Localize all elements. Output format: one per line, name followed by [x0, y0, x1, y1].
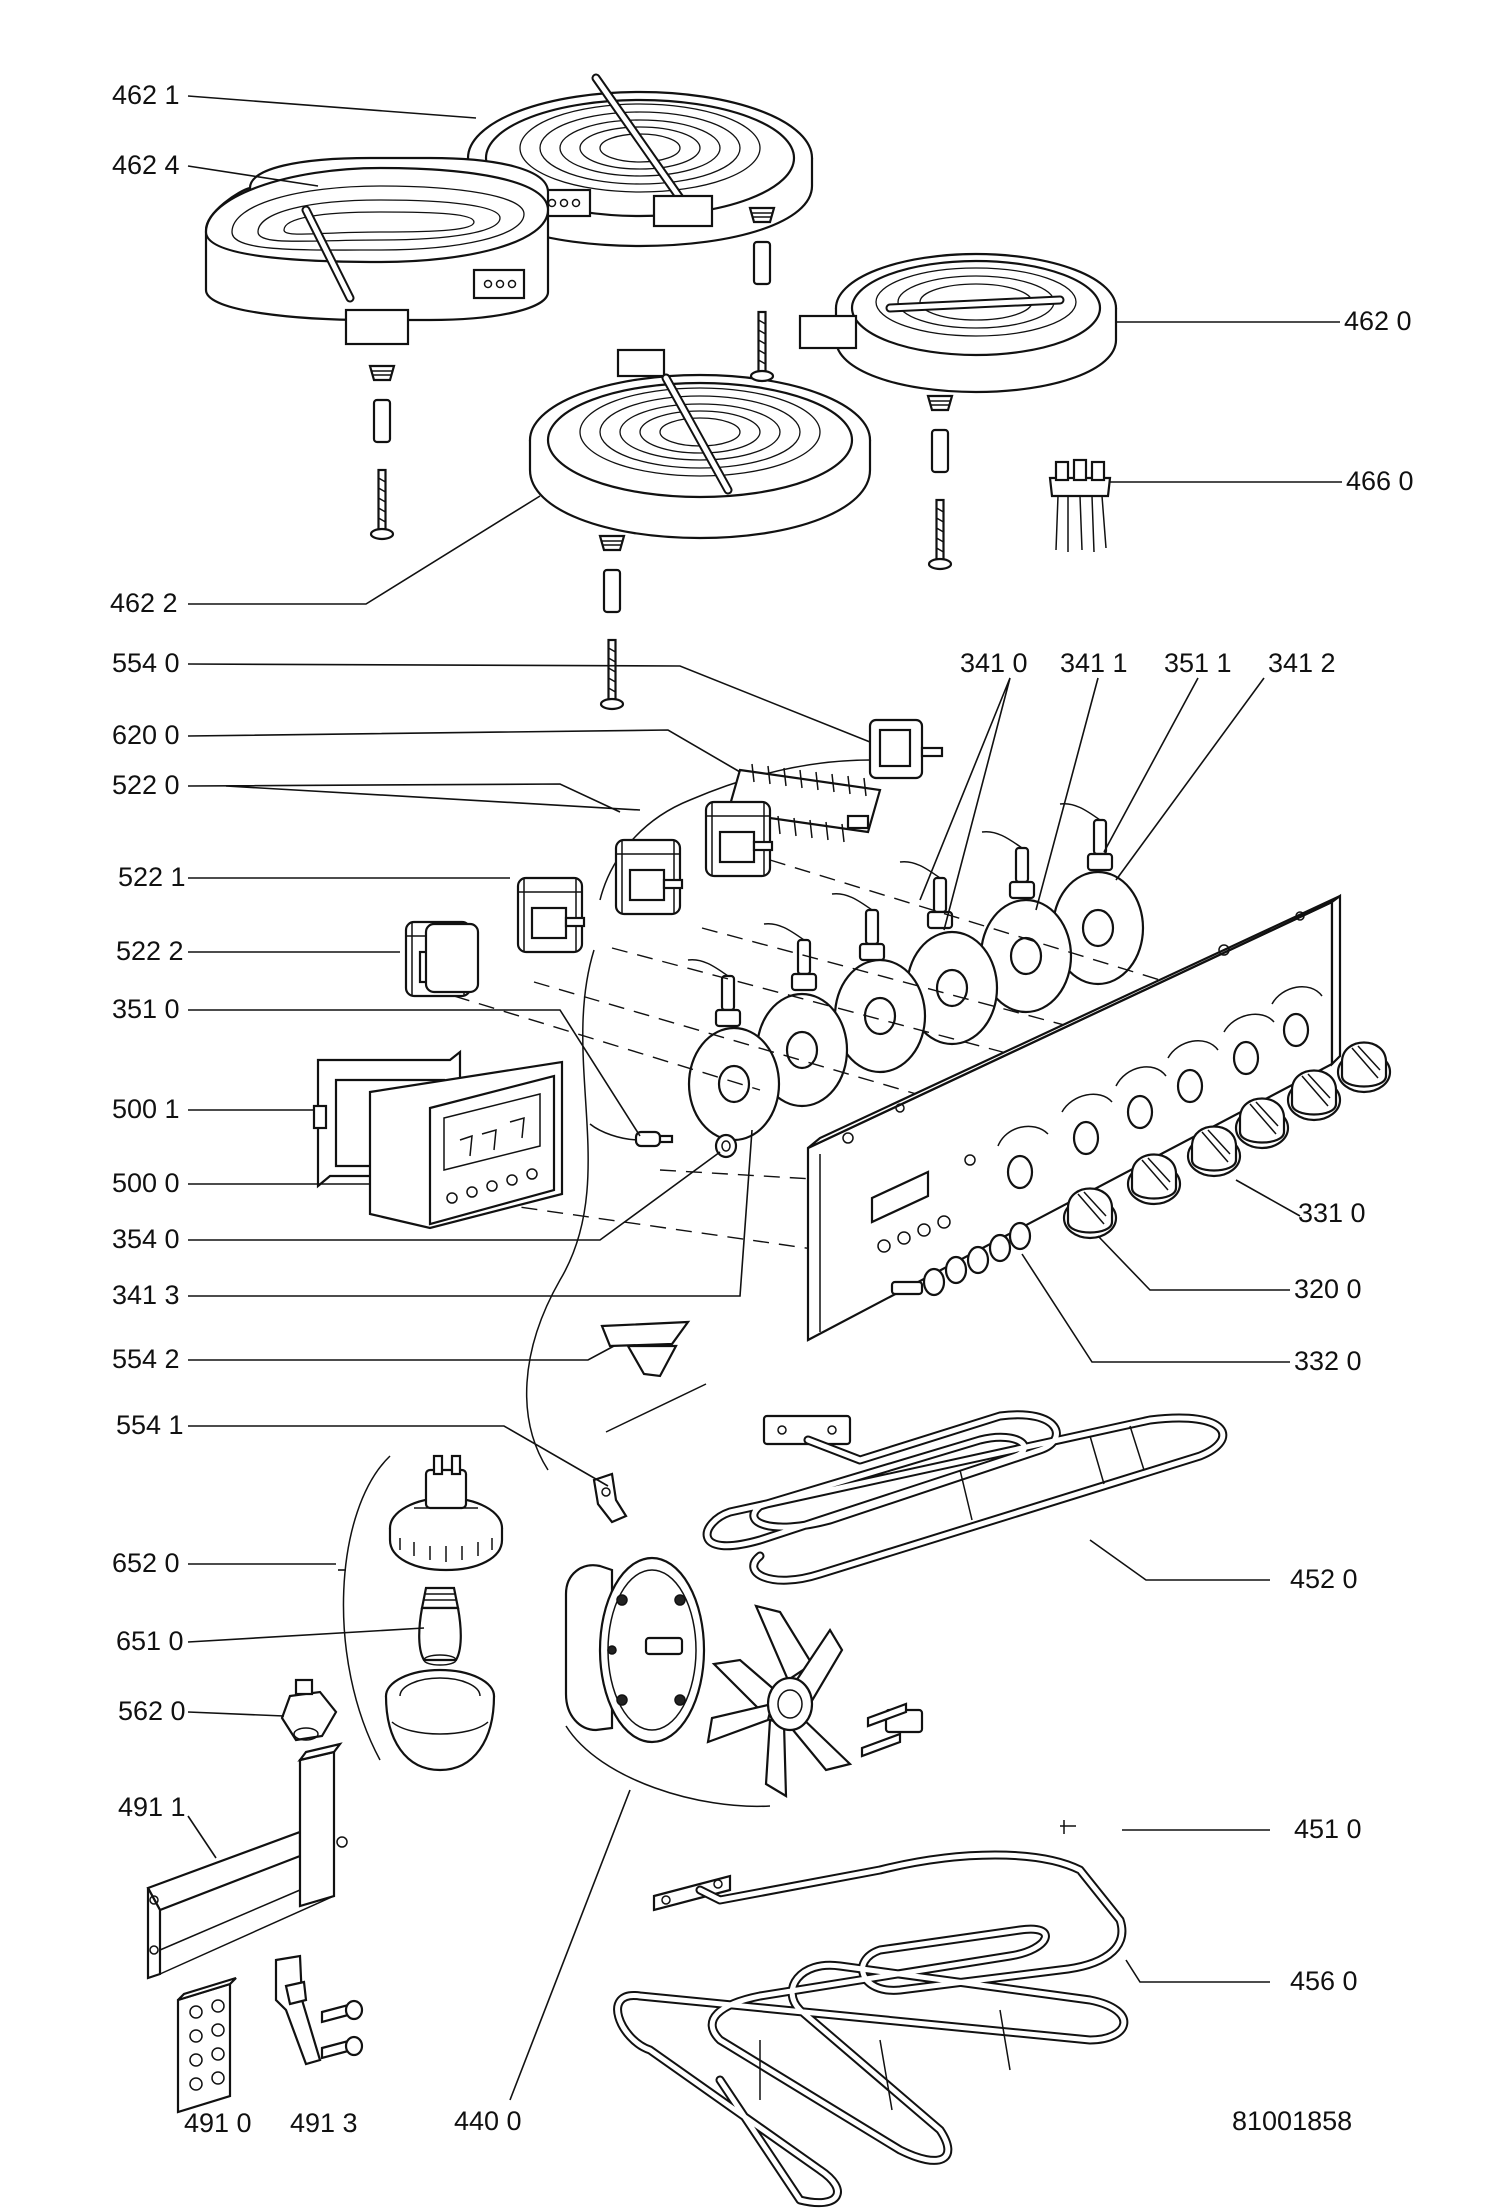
label-451-0: 451 0	[1294, 1814, 1362, 1844]
label-351-0: 351 0	[112, 994, 180, 1024]
label-332-0: 332 0	[1294, 1346, 1362, 1376]
hotplate-fixing-set-4	[598, 534, 626, 711]
label-500-0: 500 0	[112, 1168, 180, 1198]
guide-dashed-lines	[453, 859, 1161, 1251]
switch-522-1	[516, 876, 586, 954]
label-354-0: 354 0	[112, 1224, 180, 1254]
probe-554-1	[592, 1383, 707, 1524]
label-452-0: 452 0	[1290, 1564, 1358, 1594]
label-500-1: 500 1	[112, 1094, 180, 1124]
long-wire	[525, 949, 595, 1471]
label-554-2: 554 2	[112, 1344, 180, 1374]
label-341-0: 341 0	[960, 648, 1028, 678]
label-331-0: 331 0	[1298, 1198, 1366, 1228]
terminal-block-491-0	[176, 1976, 237, 2114]
control-panel	[806, 893, 1342, 1342]
label-462-2: 462 2	[110, 588, 178, 618]
hotplate-fixing-set-2	[368, 364, 396, 541]
drawing-number: 81001858	[1232, 2106, 1352, 2136]
lamp-socket-354-0	[714, 1133, 738, 1159]
label-522-2: 522 2	[116, 936, 184, 966]
label-522-1: 522 1	[118, 862, 186, 892]
label-491-1: 491 1	[118, 1792, 186, 1822]
label-491-0: 491 0	[184, 2108, 252, 2138]
hotplate-front-large	[528, 348, 872, 540]
indicator-lamp-351-0	[589, 1123, 674, 1148]
hotplate-fixing-set-3	[926, 394, 954, 571]
label-462-1: 462 1	[112, 80, 180, 110]
label-491-3: 491 3	[290, 2108, 358, 2138]
lamp-group-bracket	[338, 1455, 391, 1761]
switch-522-0b	[614, 838, 684, 916]
lamp-bulb-651	[418, 1586, 462, 1666]
bracket-491-1	[146, 1742, 348, 1980]
label-462-0: 462 0	[1344, 306, 1412, 336]
label-652-0: 652 0	[112, 1548, 180, 1578]
lamp-cover	[384, 1668, 496, 1772]
label-440-0: 440 0	[454, 2106, 522, 2136]
label-341-3: 341 3	[112, 1280, 180, 1310]
label-620-0: 620 0	[112, 720, 180, 750]
terminal-connector-466	[1048, 458, 1112, 553]
push-buttons	[890, 1221, 1032, 1297]
switch-522-2	[404, 920, 480, 998]
label-456-0: 456 0	[1290, 1966, 1358, 1996]
thermostat-554	[599, 718, 944, 901]
leader-lines	[187, 95, 1342, 2101]
clamp-491-3	[274, 1954, 364, 2066]
label-522-0: 522 0	[112, 770, 180, 800]
label-554-1: 554 1	[116, 1410, 184, 1440]
grill-element-452	[702, 1410, 1228, 1585]
label-341-2: 341 2	[1268, 648, 1336, 678]
clip-562	[280, 1678, 338, 1742]
hotplate-large-top	[466, 73, 814, 248]
hotplate-right-small	[798, 252, 1118, 394]
fan-motor-440	[564, 1556, 771, 1808]
label-320-0: 320 0	[1294, 1274, 1362, 1304]
label-466-0: 466 0	[1346, 466, 1414, 496]
label-351-1: 351 1	[1164, 648, 1232, 678]
timer-500-0	[368, 1060, 564, 1230]
circular-element-451	[855, 1661, 1125, 1979]
label-562-0: 562 0	[118, 1696, 186, 1726]
bottom-element-456	[613, 1850, 1129, 2208]
bracket-554-2	[600, 1320, 691, 1378]
label-462-4: 462 4	[112, 150, 180, 180]
lamp-holder-652	[388, 1454, 504, 1572]
label-554-0: 554 0	[112, 648, 180, 678]
fan-blade	[706, 1604, 853, 1798]
label-651-0: 651 0	[116, 1626, 184, 1656]
hotplate-fixing-set-1	[748, 206, 776, 383]
label-341-1: 341 1	[1060, 648, 1128, 678]
switch-522-0a	[704, 800, 774, 878]
hotplate-oval	[204, 156, 550, 346]
